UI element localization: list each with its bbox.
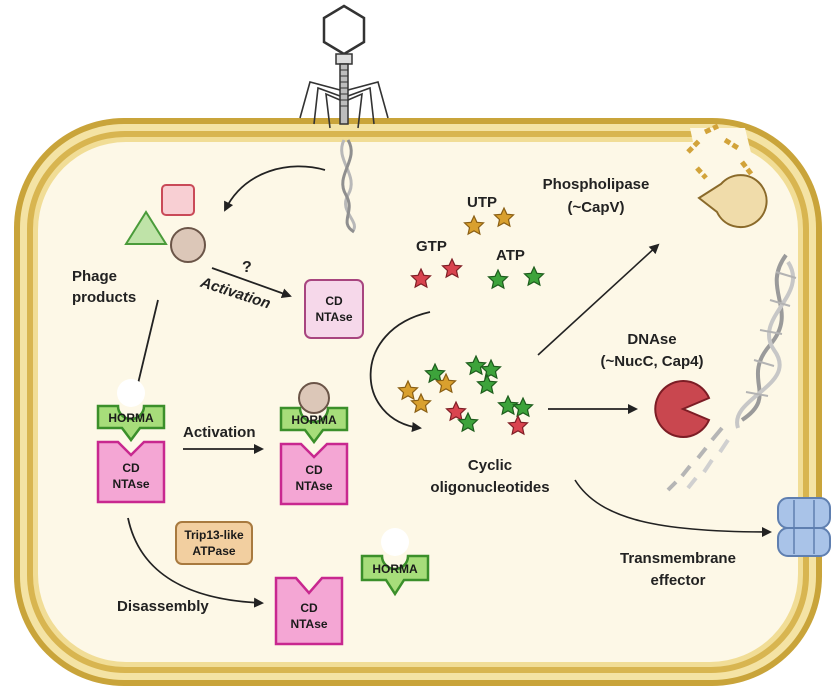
horma-cd-ntase-active: HORMA CD NTAse	[279, 382, 349, 506]
cd-ntase-free: CD NTAse	[274, 576, 344, 646]
square-icon	[161, 184, 195, 216]
dna-helix-icon	[666, 253, 797, 492]
cd-ntase-left-line2: NTAse	[112, 477, 149, 491]
phospholipase-label-1: Phospholipase	[543, 176, 650, 193]
arrow-products-to-complex	[132, 299, 159, 394]
transmembrane-label-2: effector	[650, 572, 705, 589]
horma-active-label: HORMA	[291, 413, 337, 427]
pacman-enzyme-icon	[697, 174, 768, 229]
transmembrane-label-1: Transmembrane	[620, 550, 736, 567]
dnase-label-1: DNAse	[627, 331, 676, 348]
arrow-nucleotides-to-cyclic	[369, 311, 431, 432]
arrow-phage-to-products	[224, 165, 326, 212]
empty-binding-site-free	[381, 528, 409, 556]
cd-ntase-active-line2: NTAse	[295, 479, 332, 493]
trip13-line1: Trip13-like	[184, 528, 244, 542]
phage-products-label-2: products	[72, 289, 136, 306]
phage-products-label-1: Phage	[72, 268, 117, 285]
trip13-line2: ATPase	[192, 544, 235, 558]
question-mark: ?	[242, 259, 252, 276]
activation-middle-label: Activation	[183, 424, 256, 441]
phospholipase-label-2: (~CapV)	[567, 199, 624, 216]
cd-ntase-free-line2: NTAse	[290, 617, 327, 631]
horma-free: HORMA	[360, 528, 430, 597]
horma-left-label: HORMA	[108, 411, 154, 425]
arrow-to-phospholipase	[537, 243, 660, 356]
trip13-atpase-box: Trip13-like ATPase	[175, 521, 253, 565]
cd-ntase-free-line1: CD	[300, 601, 318, 615]
channel-icon	[777, 497, 831, 557]
empty-binding-site	[117, 379, 145, 407]
arrow-to-transmembrane	[574, 479, 772, 537]
dnase-label-2: (~NucC, Cap4)	[601, 353, 704, 370]
cd-ntase-upper: CD NTAse	[304, 279, 364, 339]
phage-icon	[299, 4, 389, 129]
cd-ntase-upper-line2: NTAse	[315, 310, 352, 324]
pacman-enzyme-icon	[654, 380, 711, 438]
circle-icon	[170, 227, 206, 263]
horma-free-label: HORMA	[372, 562, 418, 576]
cd-ntase-active-line1: CD	[305, 463, 323, 477]
cd-ntase-upper-line1: CD	[325, 294, 343, 308]
disassembly-label: Disassembly	[117, 598, 209, 615]
bound-phage-product	[298, 382, 330, 414]
arrow-activation-upper	[211, 267, 292, 299]
cd-ntase-left-line1: CD	[122, 461, 140, 475]
horma-cd-ntase-left: HORMA CD NTAse	[96, 379, 166, 504]
dna-helix-icon	[340, 139, 356, 234]
triangle-icon	[124, 210, 168, 245]
gtp-label: GTP	[416, 238, 447, 255]
atp-label: ATP	[496, 247, 525, 264]
utp-label: UTP	[467, 194, 497, 211]
cyclic-label-1: Cyclic	[468, 457, 512, 474]
arrow-disassembly	[127, 517, 264, 608]
cyclic-label-2: oligonucleotides	[430, 479, 549, 496]
